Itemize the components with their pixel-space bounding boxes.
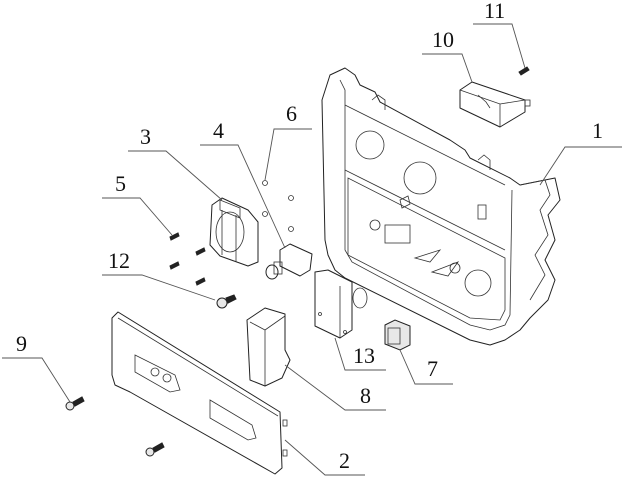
label-12: 12 xyxy=(108,248,130,273)
label-6: 6 xyxy=(286,101,297,126)
panel-housing xyxy=(321,67,561,346)
module-box xyxy=(459,81,531,128)
leader-13 xyxy=(334,337,386,371)
leader-6 xyxy=(264,128,312,181)
circuit-breaker xyxy=(265,243,313,280)
leader-1 xyxy=(539,146,622,186)
label-4: 4 xyxy=(213,118,224,143)
label-2: 2 xyxy=(339,448,350,473)
label-8: 8 xyxy=(360,383,371,408)
leader-11 xyxy=(473,23,526,69)
leader-10 xyxy=(422,53,473,83)
leader-7 xyxy=(399,349,453,385)
rocker-switch xyxy=(384,319,411,351)
label-13: 13 xyxy=(353,343,375,368)
front-cover-plate xyxy=(111,311,288,475)
label-7: 7 xyxy=(427,356,438,381)
module-screw xyxy=(518,66,530,76)
nuts xyxy=(262,180,294,232)
leader-2 xyxy=(284,439,365,476)
leader-12 xyxy=(102,274,216,301)
socket-screws xyxy=(169,232,206,286)
leader-9 xyxy=(2,357,71,403)
label-9: 9 xyxy=(16,331,27,356)
cover-block xyxy=(246,307,291,387)
leader-8 xyxy=(284,364,386,411)
leader-4 xyxy=(200,144,286,249)
label-5: 5 xyxy=(115,171,126,196)
leader-5 xyxy=(102,197,173,236)
control-module xyxy=(314,269,368,339)
label-11: 11 xyxy=(484,0,506,23)
socket-outlet xyxy=(209,197,259,267)
cover-screws xyxy=(65,396,165,457)
leader-lines xyxy=(2,23,622,476)
label-1: 1 xyxy=(592,118,603,143)
leader-3 xyxy=(128,150,223,201)
flange-bolt xyxy=(216,294,237,309)
label-10: 10 xyxy=(432,27,454,52)
label-3: 3 xyxy=(140,124,151,149)
